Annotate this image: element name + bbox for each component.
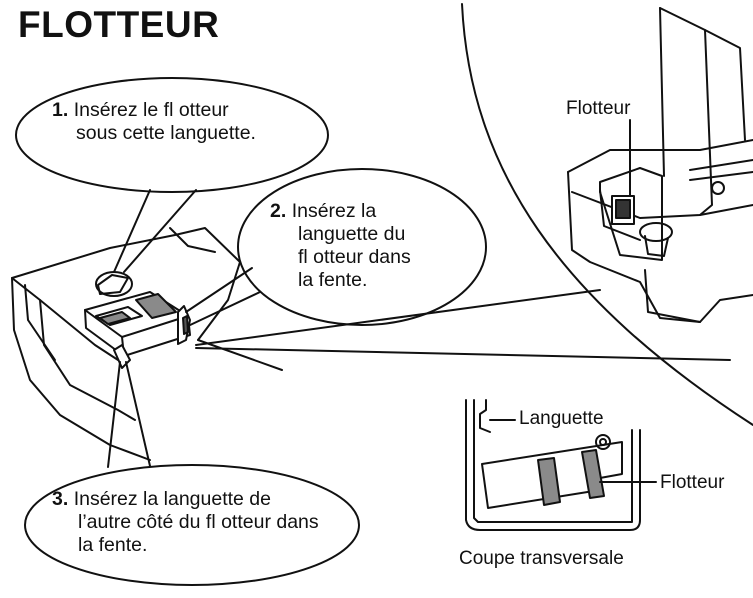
step-1-line-1: Insérez le fl otteur xyxy=(73,99,229,121)
languette-label: Languette xyxy=(519,408,604,429)
page-title: FLOTTEUR xyxy=(18,4,220,45)
step-2-number: 2. xyxy=(270,200,287,222)
step-2-line-3: fl otteur dans xyxy=(298,246,411,268)
flotteur-label-closeup: Flotteur xyxy=(566,98,631,119)
step-2-bubble xyxy=(237,168,487,326)
step-1-text: 1. Insérez le fl otteur sous cette langu… xyxy=(52,99,256,145)
cross-section xyxy=(465,399,657,531)
step-3-number: 3. xyxy=(52,488,69,510)
step-1-line-2: sous cette languette. xyxy=(76,122,256,144)
flotteur-label-section: Flotteur xyxy=(660,472,725,493)
step-3-text: 3. Insérez la languette de l’autre côté … xyxy=(52,488,319,557)
step-2-line-4: la fente. xyxy=(298,269,368,291)
step-1-bubble xyxy=(15,77,329,193)
step-2-line-1: Insérez la xyxy=(291,200,377,222)
magnification-arc xyxy=(461,3,753,426)
product-closeup xyxy=(567,7,753,323)
section-caption: Coupe transversale xyxy=(459,548,624,569)
step-3-bubble xyxy=(24,464,360,586)
step-1-number: 1. xyxy=(52,99,69,121)
step-2-text: 2. Insérez la languette du fl otteur dan… xyxy=(270,200,411,292)
step-2-line-2: languette du xyxy=(298,223,406,245)
step-3-line-1: Insérez la languette de xyxy=(73,488,271,510)
step-3-line-3: la fente. xyxy=(78,534,148,556)
step-3-line-2: l’autre côté du fl otteur dans xyxy=(78,511,319,533)
tray-drawing xyxy=(11,227,293,461)
